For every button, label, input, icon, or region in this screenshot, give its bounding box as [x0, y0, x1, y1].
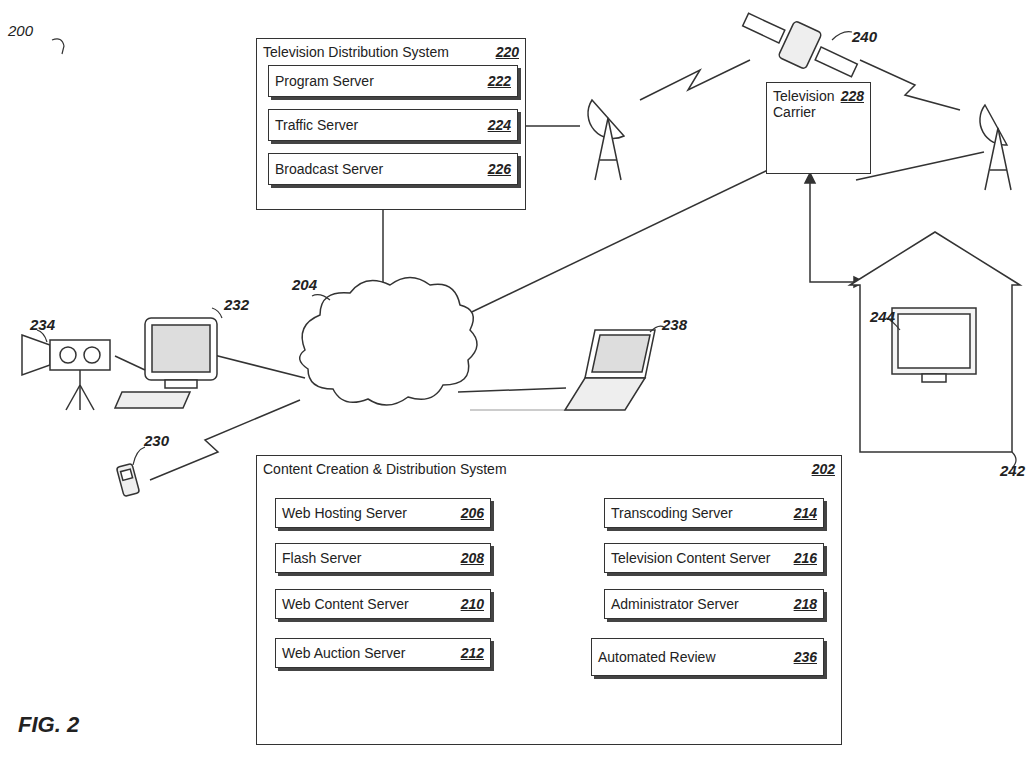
- server-box: Broadcast Server 226: [268, 153, 518, 185]
- box-title: Broadcast Server: [275, 161, 383, 177]
- box-title: Transcoding Server: [611, 505, 733, 521]
- box-title: Flash Server: [282, 550, 361, 566]
- server-box: Flash Server 208: [275, 543, 491, 573]
- callout-number: 204: [292, 276, 317, 293]
- satellite-240: [737, 2, 863, 89]
- callout-number: 206: [461, 505, 484, 521]
- server-box: Traffic Server 224: [268, 109, 518, 141]
- house-242: [850, 232, 1020, 452]
- callout-number: 230: [144, 432, 169, 449]
- box-title: Television Distribution System: [263, 44, 449, 60]
- callout-number: 240: [852, 28, 877, 45]
- callout-number: 208: [461, 550, 484, 566]
- box-header: Television Distribution System 220: [263, 44, 519, 60]
- dish-left: [588, 100, 624, 180]
- callout-number: 232: [224, 296, 249, 313]
- phone-230: [116, 463, 139, 496]
- computer-232: [115, 318, 217, 408]
- box-header: Content Creation & Distribution System 20…: [263, 461, 835, 477]
- box-title: Automated Review: [598, 649, 716, 665]
- callout-number: 216: [794, 550, 817, 566]
- callout-number: 218: [794, 596, 817, 612]
- figure-label: FIG. 2: [18, 712, 79, 738]
- box-title: Traffic Server: [275, 117, 358, 133]
- network-cloud: [300, 278, 477, 406]
- system-box: Content Creation & Distribution System 20…: [256, 455, 842, 745]
- server-box: Television Content Server 216: [604, 543, 824, 573]
- callout-number: 234: [30, 316, 55, 333]
- callout-number: 224: [488, 117, 511, 133]
- callout-number: 200: [8, 22, 33, 39]
- box-title: Web Content Server: [282, 596, 409, 612]
- leader-lines: [37, 32, 1016, 468]
- server-box: Automated Review 236: [591, 638, 824, 676]
- system-box: Television Carrier228: [766, 82, 871, 174]
- box-title: Administrator Server: [611, 596, 739, 612]
- box-title: Television Content Server: [611, 550, 771, 566]
- box-title: Web Auction Server: [282, 645, 405, 661]
- server-box: Web Hosting Server 206: [275, 498, 491, 528]
- callout-number: 210: [461, 596, 484, 612]
- system-box: Television Distribution System 220Program…: [256, 38, 526, 210]
- server-box: Program Server 222: [268, 65, 518, 97]
- box-header: Television Carrier228: [773, 88, 864, 120]
- server-box: Web Auction Server 212: [275, 638, 491, 668]
- server-box: Web Content Server 210: [275, 589, 491, 619]
- callout-number: 226: [488, 161, 511, 177]
- callout-number: 242: [1000, 462, 1025, 479]
- server-box: Transcoding Server 214: [604, 498, 824, 528]
- network-lines: [150, 60, 984, 480]
- callout-number: 244: [870, 308, 895, 325]
- callout-number: 238: [662, 316, 687, 333]
- laptop-238: [565, 330, 655, 410]
- server-box: Administrator Server 218: [604, 589, 824, 619]
- callout-number: 214: [794, 505, 817, 521]
- dish-right: [980, 105, 1011, 190]
- box-title: Web Hosting Server: [282, 505, 407, 521]
- box-title: Television Carrier: [773, 88, 837, 120]
- camera-234: [22, 335, 110, 410]
- callout-number: 228: [841, 88, 864, 104]
- callout-number: 202: [812, 461, 835, 477]
- box-title: Program Server: [275, 73, 374, 89]
- callout-number: 222: [488, 73, 511, 89]
- box-title: Content Creation & Distribution System: [263, 461, 507, 477]
- callout-number: 220: [496, 44, 519, 60]
- callout-number: 212: [461, 645, 484, 661]
- callout-number: 236: [794, 649, 817, 665]
